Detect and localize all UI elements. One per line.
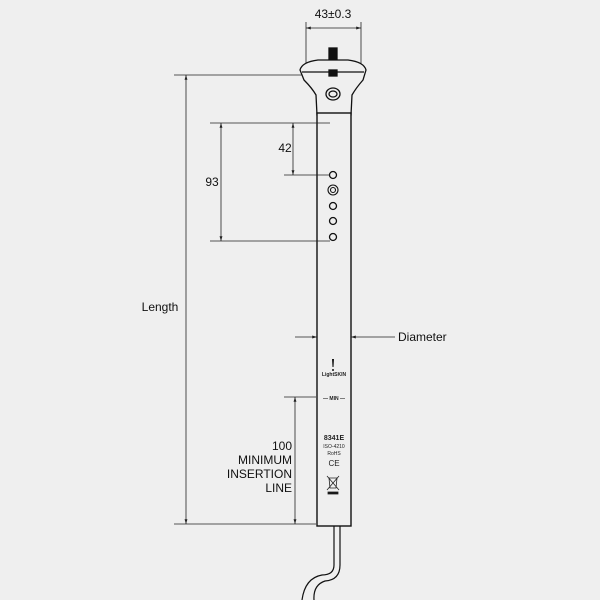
weee-bin-icon	[326, 475, 340, 495]
hole-offset-dimension: 42	[278, 123, 330, 176]
seat-clamp-head	[299, 47, 367, 116]
warning-icon	[332, 359, 334, 367]
hole-span-dimension: 93	[205, 122, 330, 242]
hole-offset-label: 42	[278, 141, 292, 155]
min-insertion-value: 100	[272, 439, 292, 453]
min-marking: — MIN —	[323, 396, 345, 402]
rohs-marking: RoHS	[327, 451, 341, 457]
min-insertion-text: MINIMUM	[238, 453, 292, 467]
cable	[301, 526, 341, 600]
model-marking: 8341E	[324, 435, 345, 442]
clamp-width-label: 43±0.3	[315, 7, 352, 21]
iso-marking: ISO-4210	[323, 444, 345, 450]
hole-span-label: 93	[205, 175, 219, 189]
hole-icon	[328, 232, 338, 242]
ce-marking: CE	[328, 459, 339, 468]
diameter-dimension: Diameter	[295, 330, 447, 344]
min-insertion-dimension: 100 MINIMUM INSERTION LINE	[227, 396, 316, 524]
diameter-label: Diameter	[398, 330, 447, 344]
min-insertion-text: INSERTION	[227, 467, 292, 481]
length-dimension: Length	[142, 74, 316, 525]
min-insertion-text: LINE	[265, 481, 292, 495]
hole-icon	[328, 216, 338, 226]
hole-icon	[327, 184, 339, 196]
seatpost-body: LightSKIN — MIN — 8341E ISO-4210 RoHS CE	[316, 112, 352, 527]
brand-marking: LightSKIN	[322, 372, 347, 378]
hole-icon	[328, 201, 338, 211]
length-label: Length	[142, 300, 179, 314]
